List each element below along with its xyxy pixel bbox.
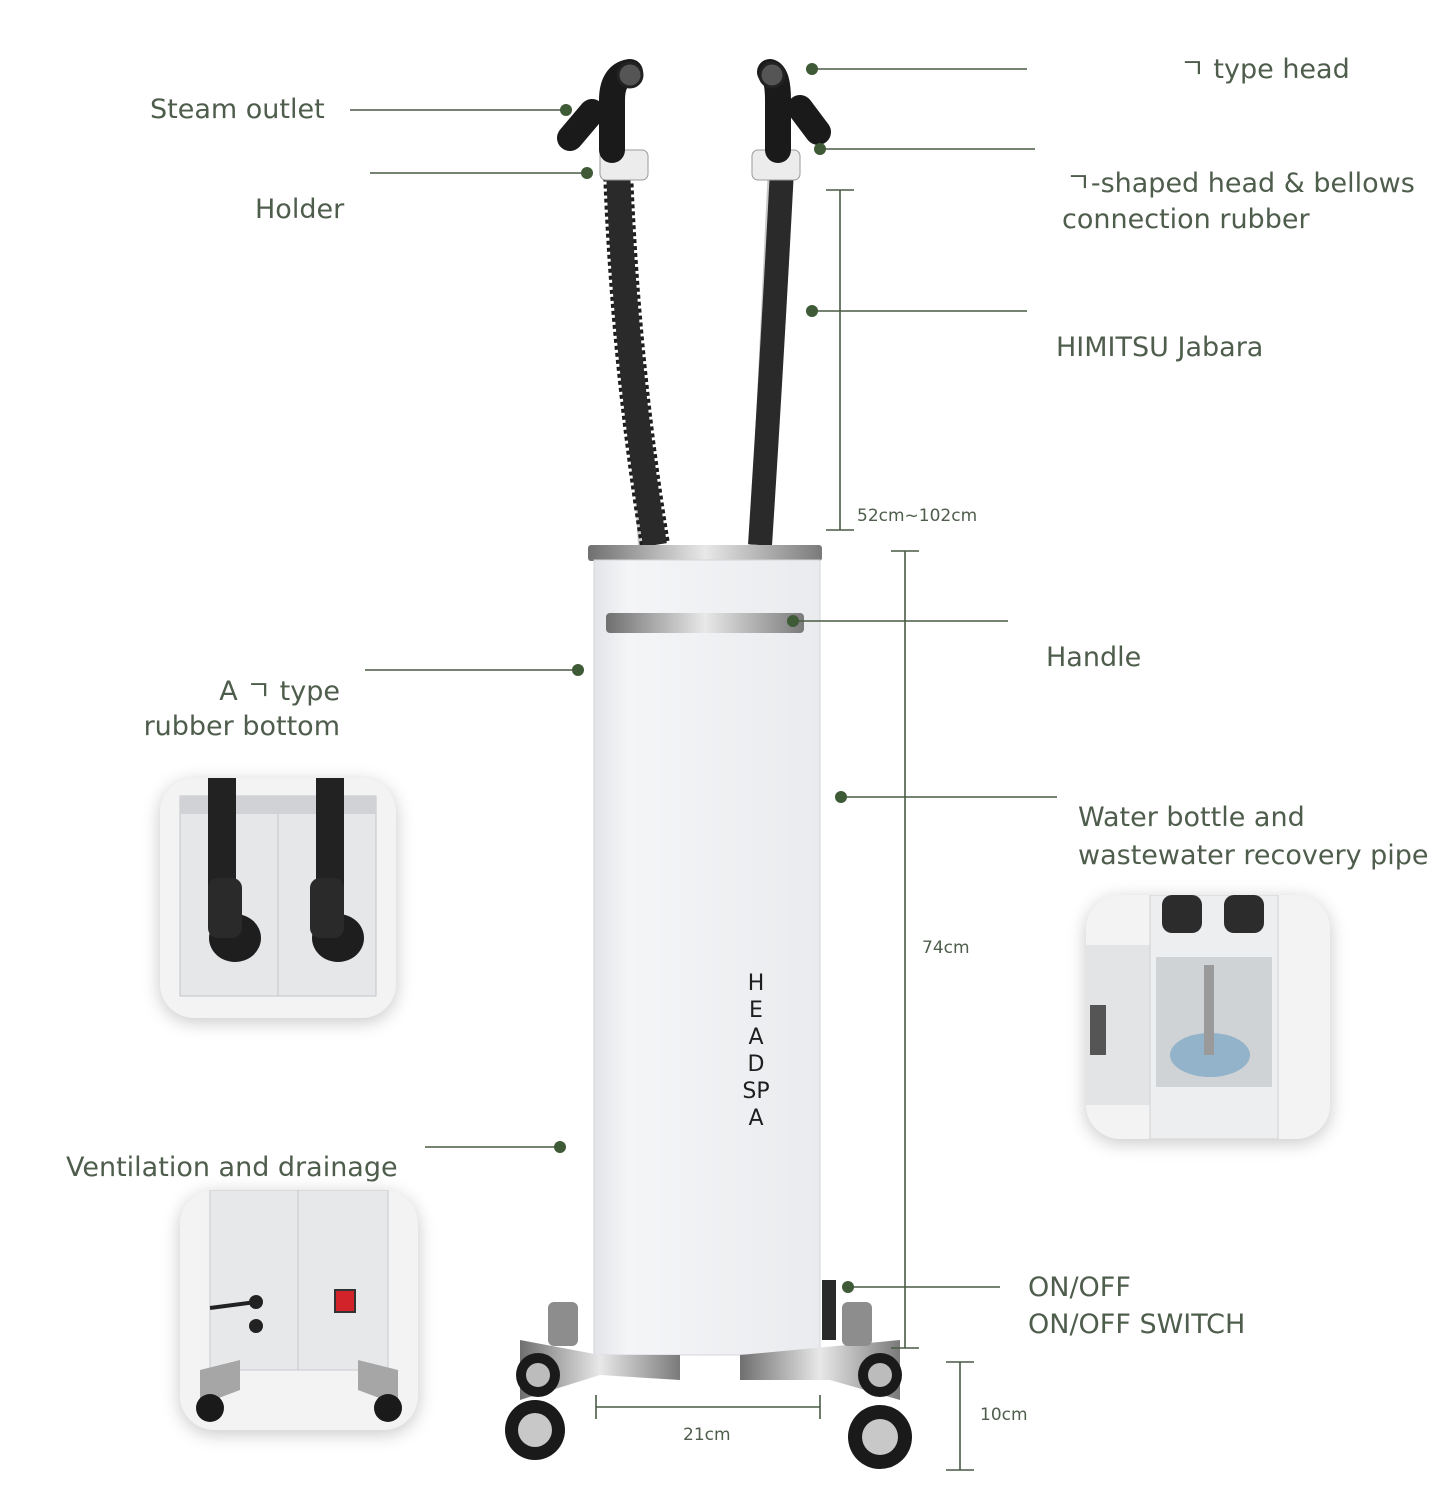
label-water-bottle-1: Water bottle and	[1078, 802, 1305, 833]
dimension-lines	[595, 189, 974, 1471]
label-onoff-1: ON/OFF	[1028, 1272, 1131, 1303]
label-handle: Handle	[1046, 642, 1142, 673]
inset-ventilation	[180, 1190, 418, 1430]
inset-rubber-bottom	[160, 778, 396, 1018]
label-shaped-head-1: ㄱ-shaped head & bellows	[1066, 168, 1415, 199]
right-hose	[748, 59, 831, 546]
top-plate	[588, 545, 822, 561]
dim-hose-range: 52cm~102cm	[857, 506, 978, 526]
dim-cabinet-height: 74cm	[922, 938, 970, 958]
handle-bar	[606, 613, 804, 633]
label-ventilation: Ventilation and drainage	[66, 1152, 398, 1183]
wheel-base	[505, 1302, 912, 1469]
label-rubber-bottom-1: A ㄱ type	[219, 676, 340, 707]
label-himitsu-jabara: HIMITSU Jabara	[1056, 332, 1264, 363]
left-hose	[557, 59, 670, 548]
label-shaped-head-2: connection rubber	[1062, 204, 1310, 235]
side-switch	[822, 1280, 836, 1340]
label-onoff-2: ON/OFF SWITCH	[1028, 1309, 1246, 1340]
cabinet	[593, 559, 821, 1356]
leader-dots	[554, 63, 854, 1293]
leader-lines	[350, 68, 1057, 1288]
dim-base-height: 10cm	[980, 1405, 1028, 1425]
label-water-bottle-2: wastewater recovery pipe	[1078, 840, 1429, 871]
inset-water-bottle	[1086, 895, 1330, 1139]
brand-text: HEAD SPA	[742, 971, 772, 1131]
label-type-head: ㄱ type head	[1180, 54, 1350, 85]
rubber-bottom-photo	[179, 778, 377, 997]
water-bottle-photo	[1086, 895, 1279, 1139]
dim-base-width: 21cm	[683, 1425, 731, 1445]
label-steam-outlet: Steam outlet	[150, 94, 325, 125]
label-rubber-bottom-2: rubber bottom	[143, 711, 340, 742]
ventilation-photo	[196, 1190, 402, 1422]
label-holder: Holder	[255, 194, 345, 225]
